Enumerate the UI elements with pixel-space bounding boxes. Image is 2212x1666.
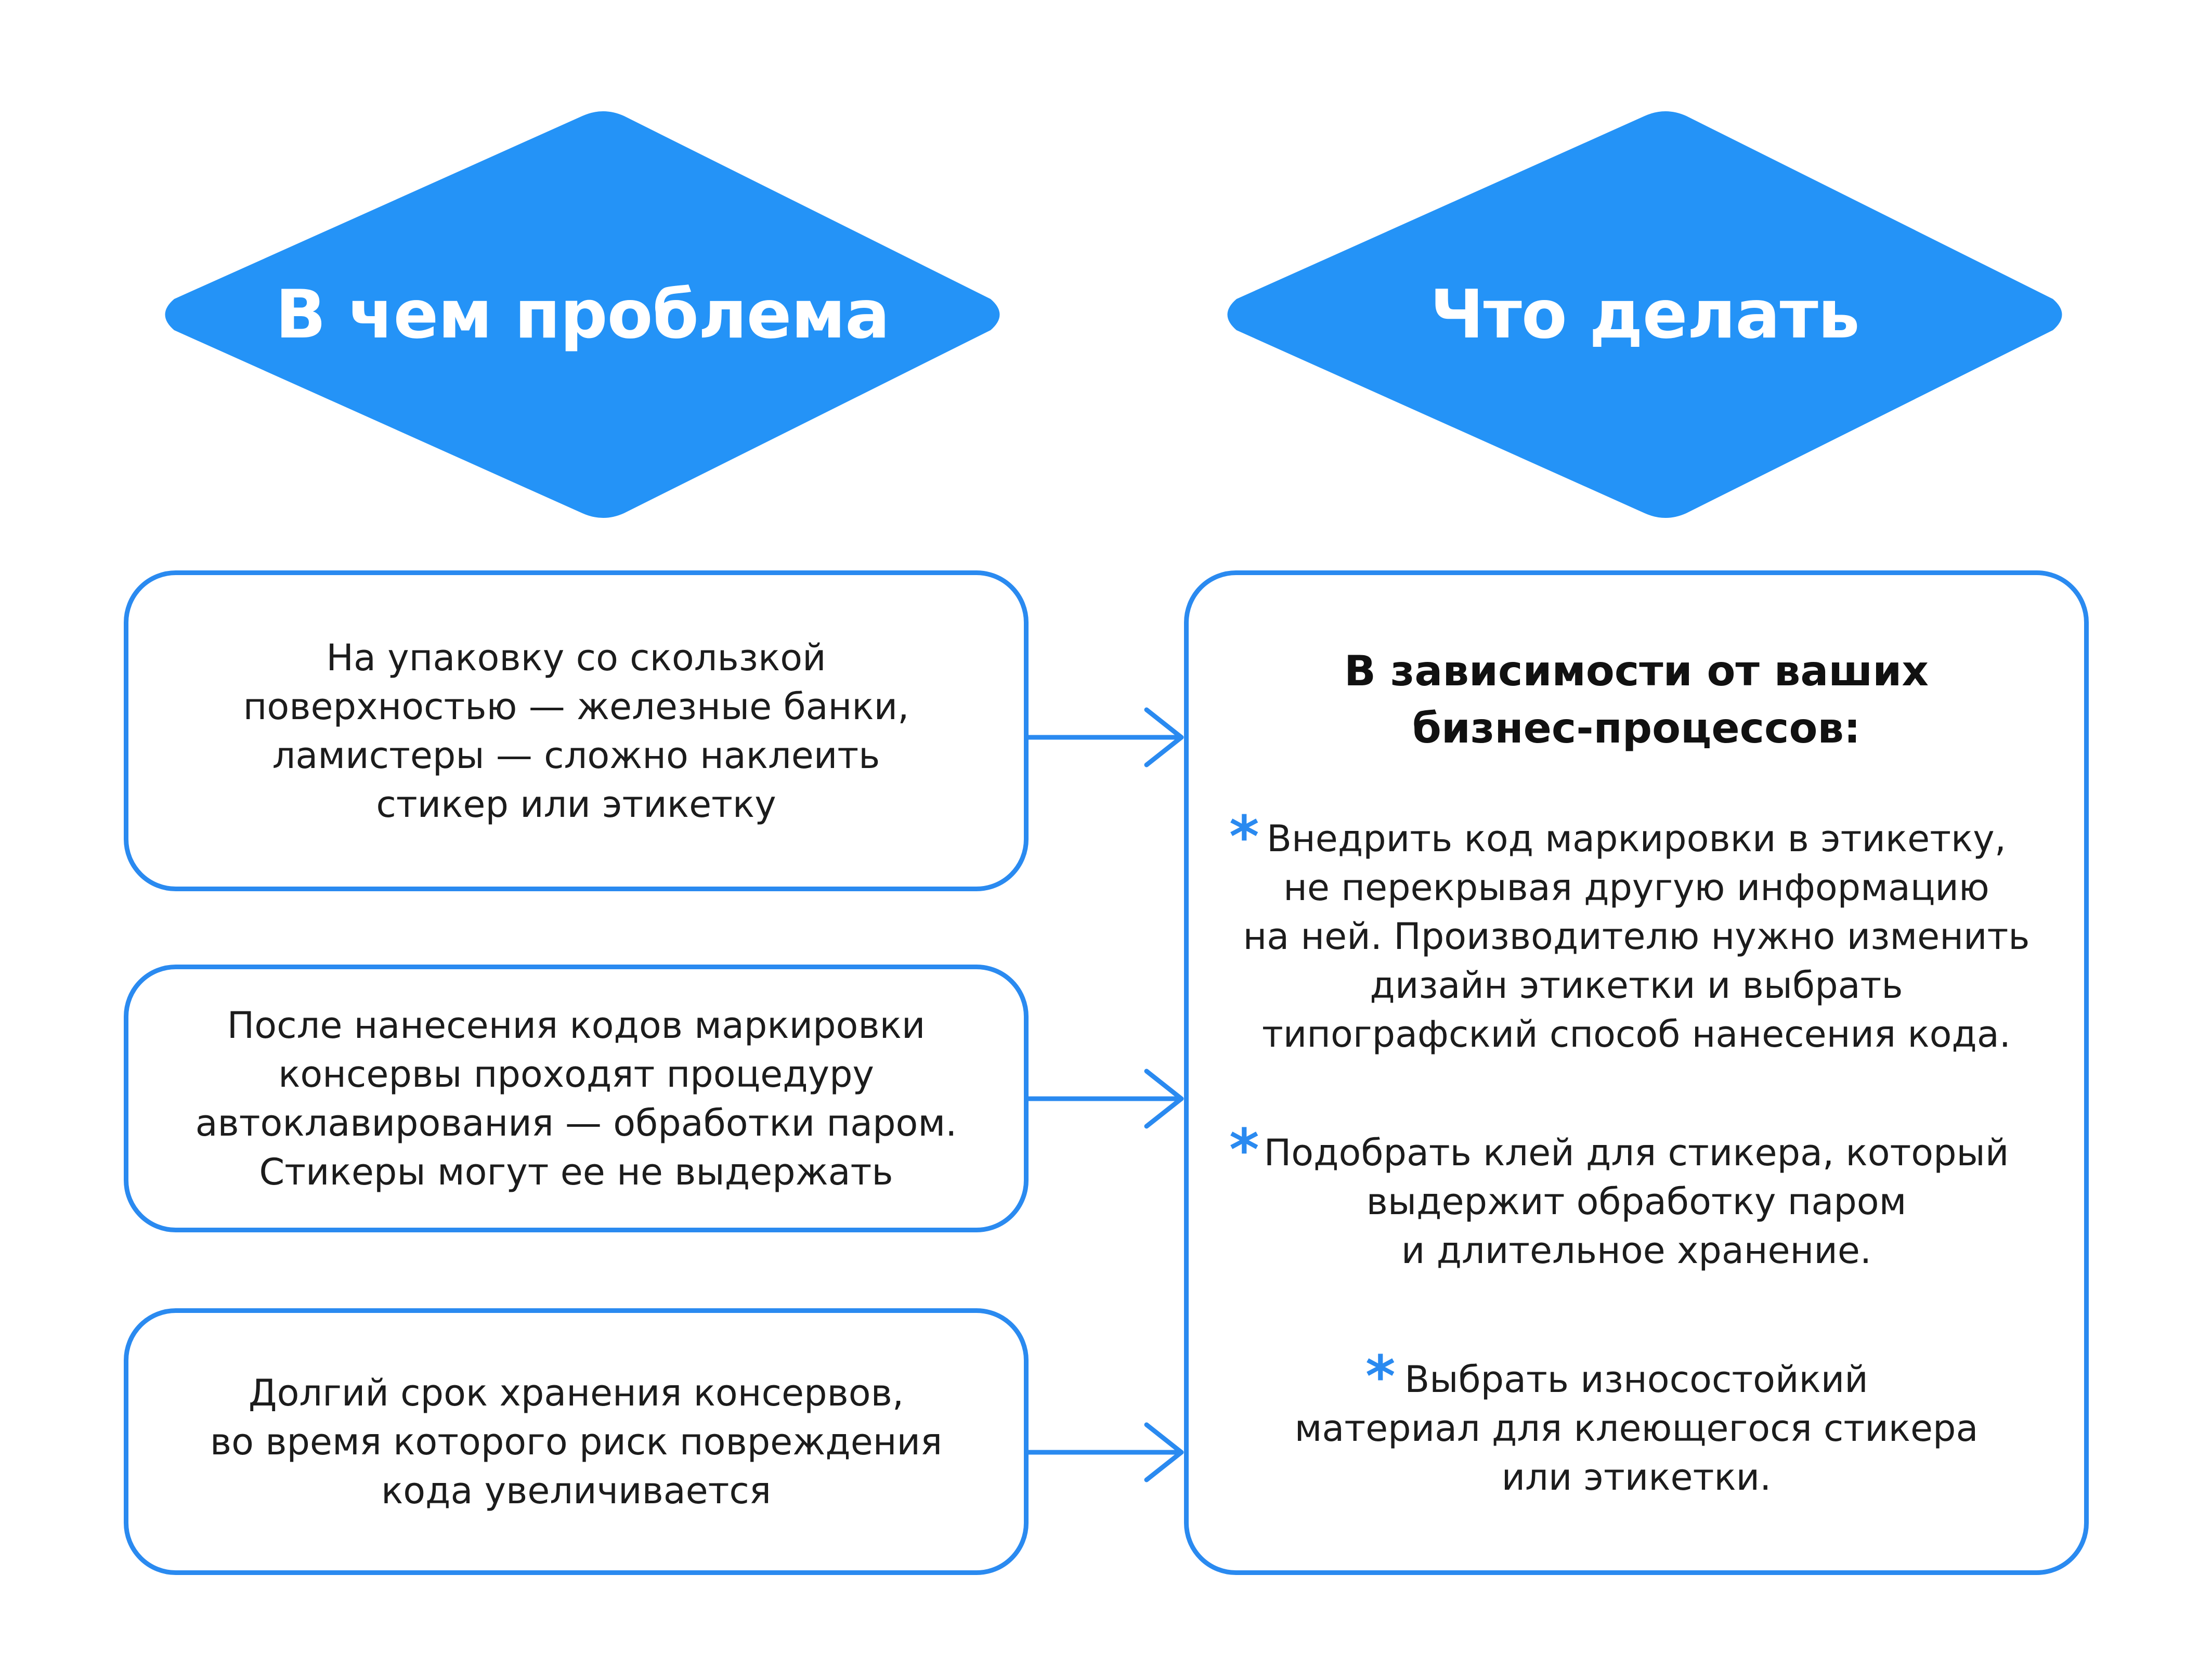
solution-box: В зависимости от ваших бизнес-процессов:… [1184,570,2089,1575]
problem-box-long-storage: Долгий срок хранения консервов, во время… [124,1308,1029,1575]
arrow-right-icon [1026,1069,1184,1129]
asterisk-bullet-icon: * [1365,1343,1396,1410]
solution-header-title: Что делать [1430,276,1860,354]
problem-text: Долгий срок хранения консервов, во время… [210,1371,943,1512]
problem-header-title: В чем проблема [275,276,890,354]
solution-heading: В зависимости от ваших бизнес-процессов: [1344,647,1929,752]
solution-item-select-glue: Подобрать клей для стикера, который выде… [1264,1131,2009,1272]
arrow-right-icon [1026,1422,1184,1482]
asterisk-bullet-icon: * [1229,803,1259,870]
arrow-right-icon [1026,707,1184,767]
problem-text: На упаковку со скользкой поверхностью — … [243,636,909,826]
solution-item-durable-material: Выбрать износостойкий материал для клеющ… [1294,1358,1979,1499]
problem-header-diamond: В чем проблема [156,107,1009,523]
problem-box-slippery-surface: На упаковку со скользкой поверхностью — … [124,570,1029,891]
solution-item-embed-code: Внедрить код маркировки в этикетку, не п… [1243,817,2030,1056]
solution-diamond-shape [1227,111,2062,518]
solution-header-diamond: Что делать [1218,107,2071,523]
problem-text: После нанесения кодов маркировки консерв… [195,1004,957,1193]
asterisk-bullet-icon: * [1229,1116,1259,1183]
problem-diamond-shape [165,111,1000,518]
problem-box-autoclaving: После нанесения кодов маркировки консерв… [124,965,1029,1232]
